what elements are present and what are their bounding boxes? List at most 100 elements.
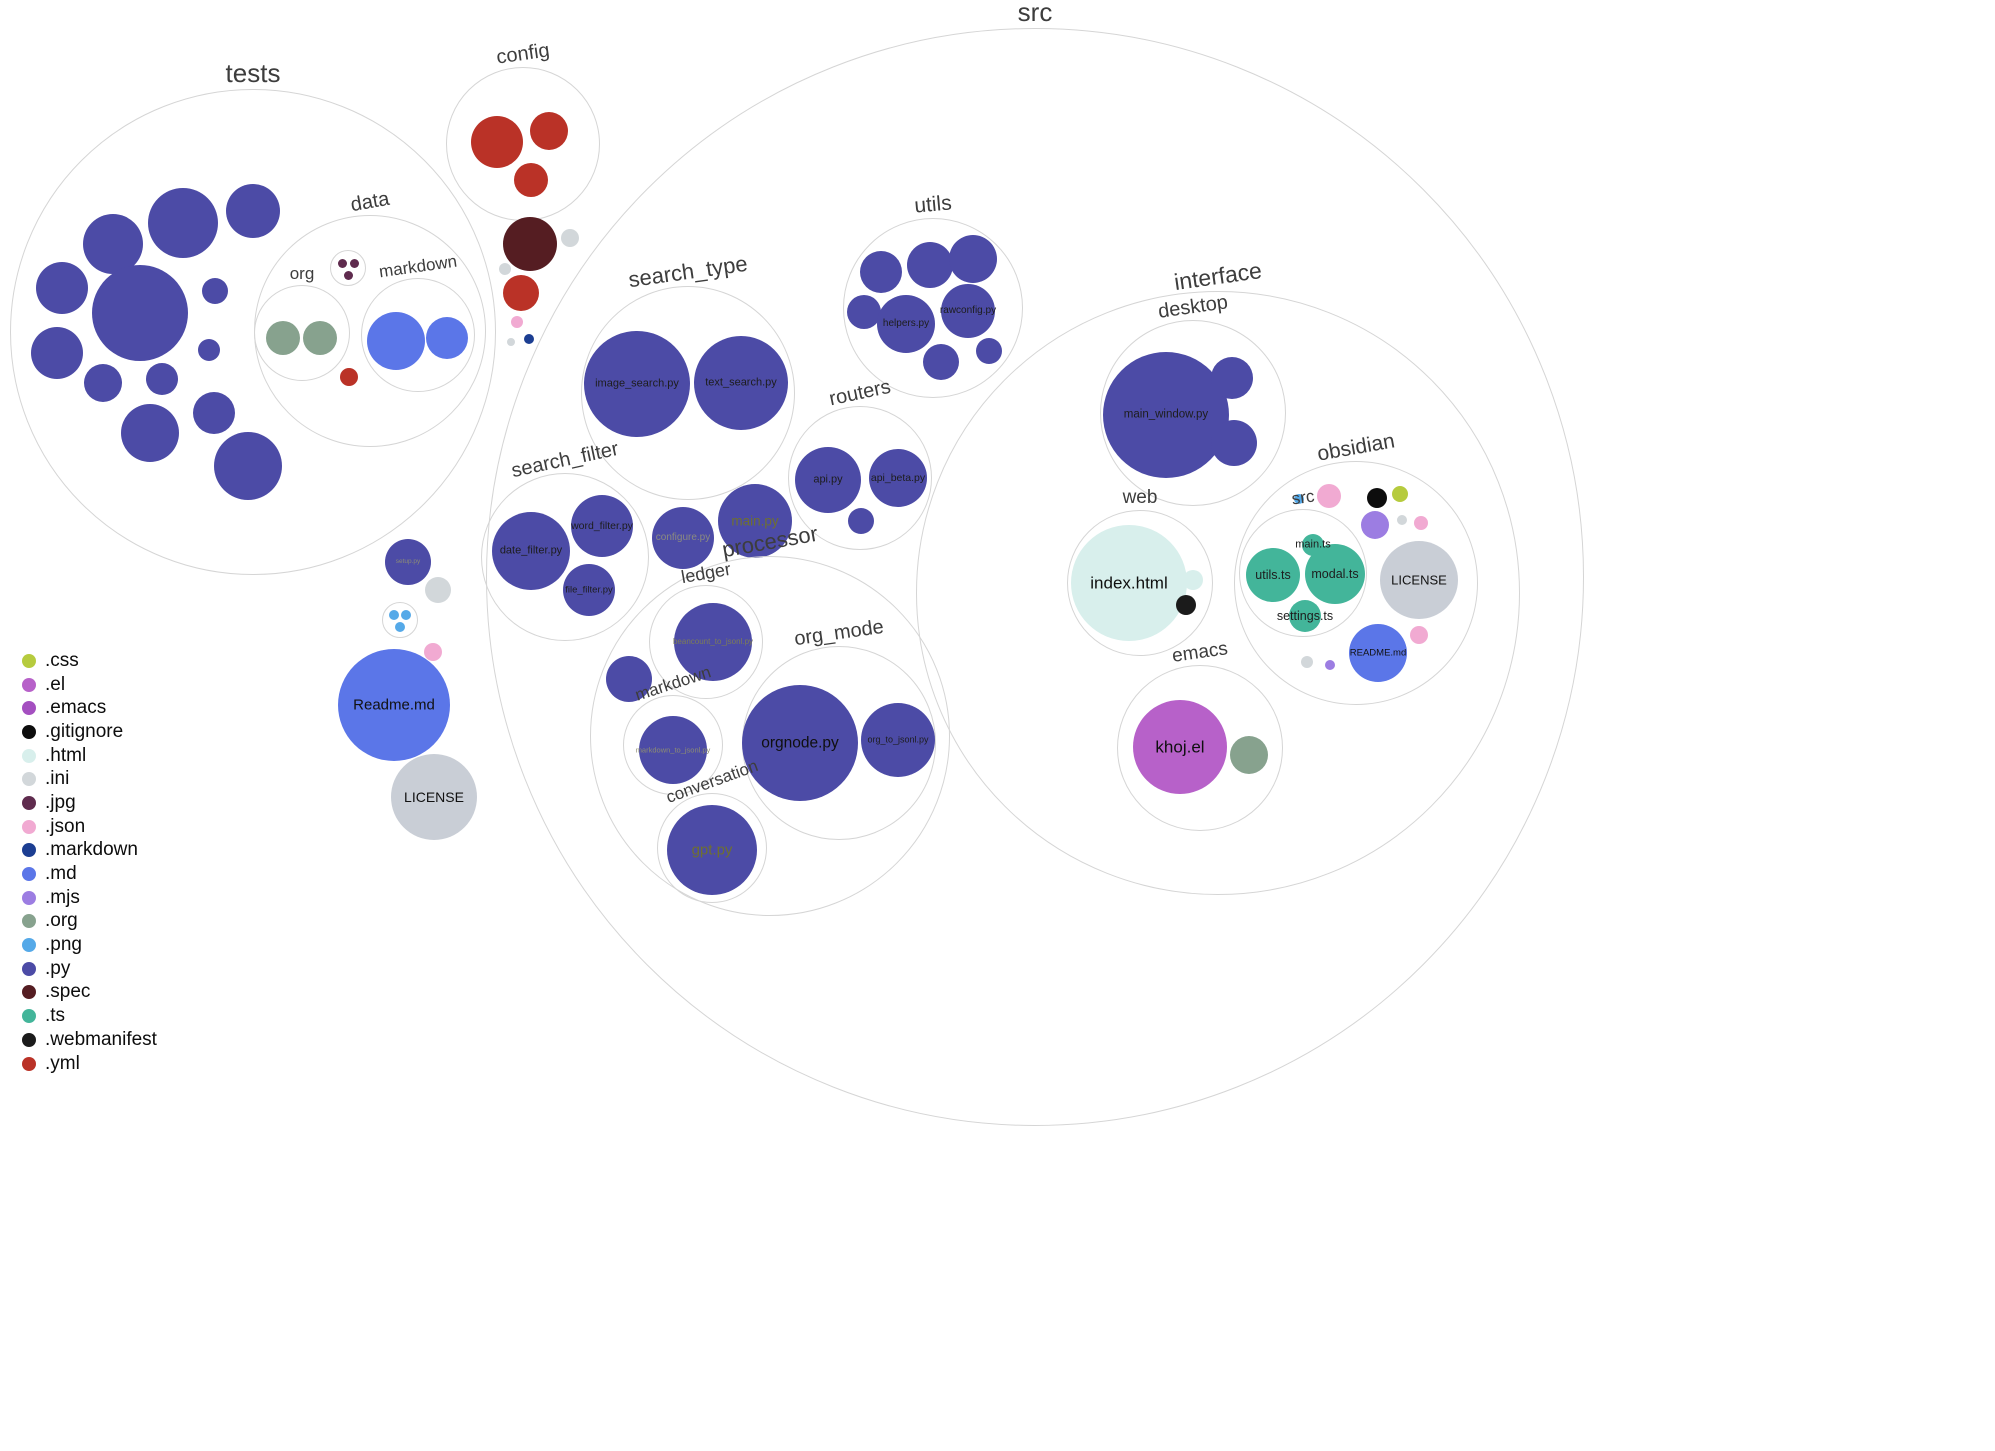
legend-label-json: .json <box>45 815 86 837</box>
dir-circle-web <box>1067 510 1213 656</box>
file-circle-obs-ini-2 <box>1301 656 1313 668</box>
file-circle-config-yml-2 <box>530 112 568 150</box>
label-rawconfig-py: rawconfig.py <box>939 305 997 316</box>
legend-label-yml: .yml <box>45 1052 80 1074</box>
file-circle-desktop-py-2 <box>1211 420 1257 466</box>
dir-circle-data-markdown <box>361 278 475 392</box>
file-circle-tests-py-7 <box>31 327 83 379</box>
legend-swatch-org <box>22 914 36 929</box>
file-circle-root-ini-1 <box>561 229 579 247</box>
file-circle-settings-ts <box>1289 600 1321 632</box>
file-circle-readme-md <box>338 649 450 761</box>
legend-item-css: .css <box>22 649 157 673</box>
dir-circle-config <box>446 67 600 221</box>
file-circle-web-html-1 <box>1183 570 1203 590</box>
legend-swatch-gitignore <box>22 724 36 739</box>
file-circle-root-markdown-dot <box>524 334 534 344</box>
legend-label-html: .html <box>45 744 87 766</box>
legend-item-markdown: .markdown <box>22 839 157 863</box>
file-circle-obs-json-2 <box>1414 516 1428 530</box>
legend-item-ts: .ts <box>22 1004 157 1028</box>
dir-circle-emacs <box>1117 665 1283 831</box>
legend-item-html: .html <box>22 744 157 768</box>
file-circle-api-beta-py <box>869 449 927 507</box>
dir-circle-search-filter <box>481 473 649 641</box>
label-data-org: org <box>289 264 315 283</box>
label-config: config <box>495 39 551 69</box>
file-circle-root-ini-2 <box>499 263 511 275</box>
dir-circle-data-jpg-dir <box>330 250 366 286</box>
file-circle-png-2 <box>401 610 411 620</box>
legend-label-markdown: .markdown <box>45 839 138 861</box>
label-utils-ts: utils.ts <box>1255 567 1291 582</box>
legend-swatch-el <box>22 677 36 692</box>
file-circle-jpg-3 <box>343 270 353 280</box>
label-image-search-py: image_search.py <box>595 377 679 390</box>
file-circle-utils-py-6 <box>976 338 1002 364</box>
file-circle-orgnode-py <box>742 685 858 801</box>
file-circle-desktop-py-1 <box>1211 357 1253 399</box>
label-orgnode-py: orgnode.py <box>761 734 839 752</box>
file-circle-config-yml-1 <box>471 116 523 168</box>
file-circle-root-json-2 <box>424 643 442 661</box>
legend-item-png: .png <box>22 933 157 957</box>
dir-circle-obsidian-src <box>1239 509 1367 637</box>
legend-label-ini: .ini <box>45 768 70 790</box>
file-circle-license <box>391 754 477 840</box>
legend-swatch-ts <box>22 1009 36 1024</box>
legend-swatch-yml <box>22 1056 36 1071</box>
legend-label-ts: .ts <box>45 1005 66 1027</box>
file-circle-obs-json-3 <box>1410 626 1428 644</box>
file-circle-obs-gitignore <box>1367 488 1387 508</box>
file-circle-tests-py-1 <box>83 214 143 274</box>
legend-item-el: .el <box>22 673 157 697</box>
legend-label-png: .png <box>45 934 82 956</box>
file-circle-png-3 <box>395 622 405 632</box>
legend-label-webmanifest: .webmanifest <box>45 1028 157 1050</box>
label-file-filter-py: file_filter.py <box>565 584 613 596</box>
file-circle-tests-py-4 <box>36 262 88 314</box>
file-circle-markdown-to-jsonl-py <box>639 716 707 784</box>
dir-circle-desktop <box>1100 320 1286 506</box>
legend-item-jpg: .jpg <box>22 791 157 815</box>
file-circle-obs-mjs <box>1361 511 1389 539</box>
legend-label-emacs: .emacs <box>45 697 107 719</box>
label-main-py: main.py <box>731 513 779 529</box>
label-readme-md: Readme.md <box>353 696 435 714</box>
file-circle-obs-mjs-2 <box>1325 660 1335 670</box>
file-circle-image-search-py <box>584 331 690 437</box>
file-circle-data-org-file-2 <box>303 321 337 355</box>
label-license: LICENSE <box>404 789 464 805</box>
file-circle-tests-py-13 <box>214 432 282 500</box>
legend-item-webmanifest: .webmanifest <box>22 1028 157 1052</box>
legend-item-gitignore: .gitignore <box>22 720 157 744</box>
file-circle-utils-py-4 <box>847 295 881 329</box>
dir-circle-routers <box>788 406 932 550</box>
label-khoj-el: khoj.el <box>1155 737 1205 757</box>
file-circle-obs-png-dot <box>1294 494 1304 504</box>
file-circle-processor-py-1 <box>606 656 652 702</box>
label-org-to-jsonl-py: org_to_jsonl.py <box>867 734 929 745</box>
file-circle-tests-py-6 <box>202 278 228 304</box>
file-circle-root-yml <box>503 275 539 311</box>
file-circle-khoj-el <box>1133 700 1227 794</box>
dir-circle-tests <box>10 89 496 575</box>
legend-swatch-png <box>22 938 36 953</box>
file-circle-tests-py-2 <box>148 188 218 258</box>
file-circle-root-ini-4 <box>425 577 451 603</box>
label-obsidian-src: src <box>1290 486 1316 509</box>
label-modal-ts: modal.ts <box>1311 566 1359 581</box>
legend-swatch-json <box>22 819 36 834</box>
file-circle-main-py <box>718 484 792 558</box>
legend-swatch-css <box>22 653 36 668</box>
file-circle-date-filter-py <box>492 512 570 590</box>
legend-item-yml: .yml <box>22 1052 157 1076</box>
dir-circle-ledger <box>649 585 763 699</box>
file-circle-helpers-py <box>877 295 935 353</box>
label-beancount-to-jsonl-py: beancount_to_jsonl.py <box>672 637 754 646</box>
legend-item-emacs: .emacs <box>22 696 157 720</box>
label-configure-py: configure.py <box>655 532 711 543</box>
legend-item-spec: .spec <box>22 981 157 1005</box>
label-word-filter-py: word_filter.py <box>571 519 633 532</box>
